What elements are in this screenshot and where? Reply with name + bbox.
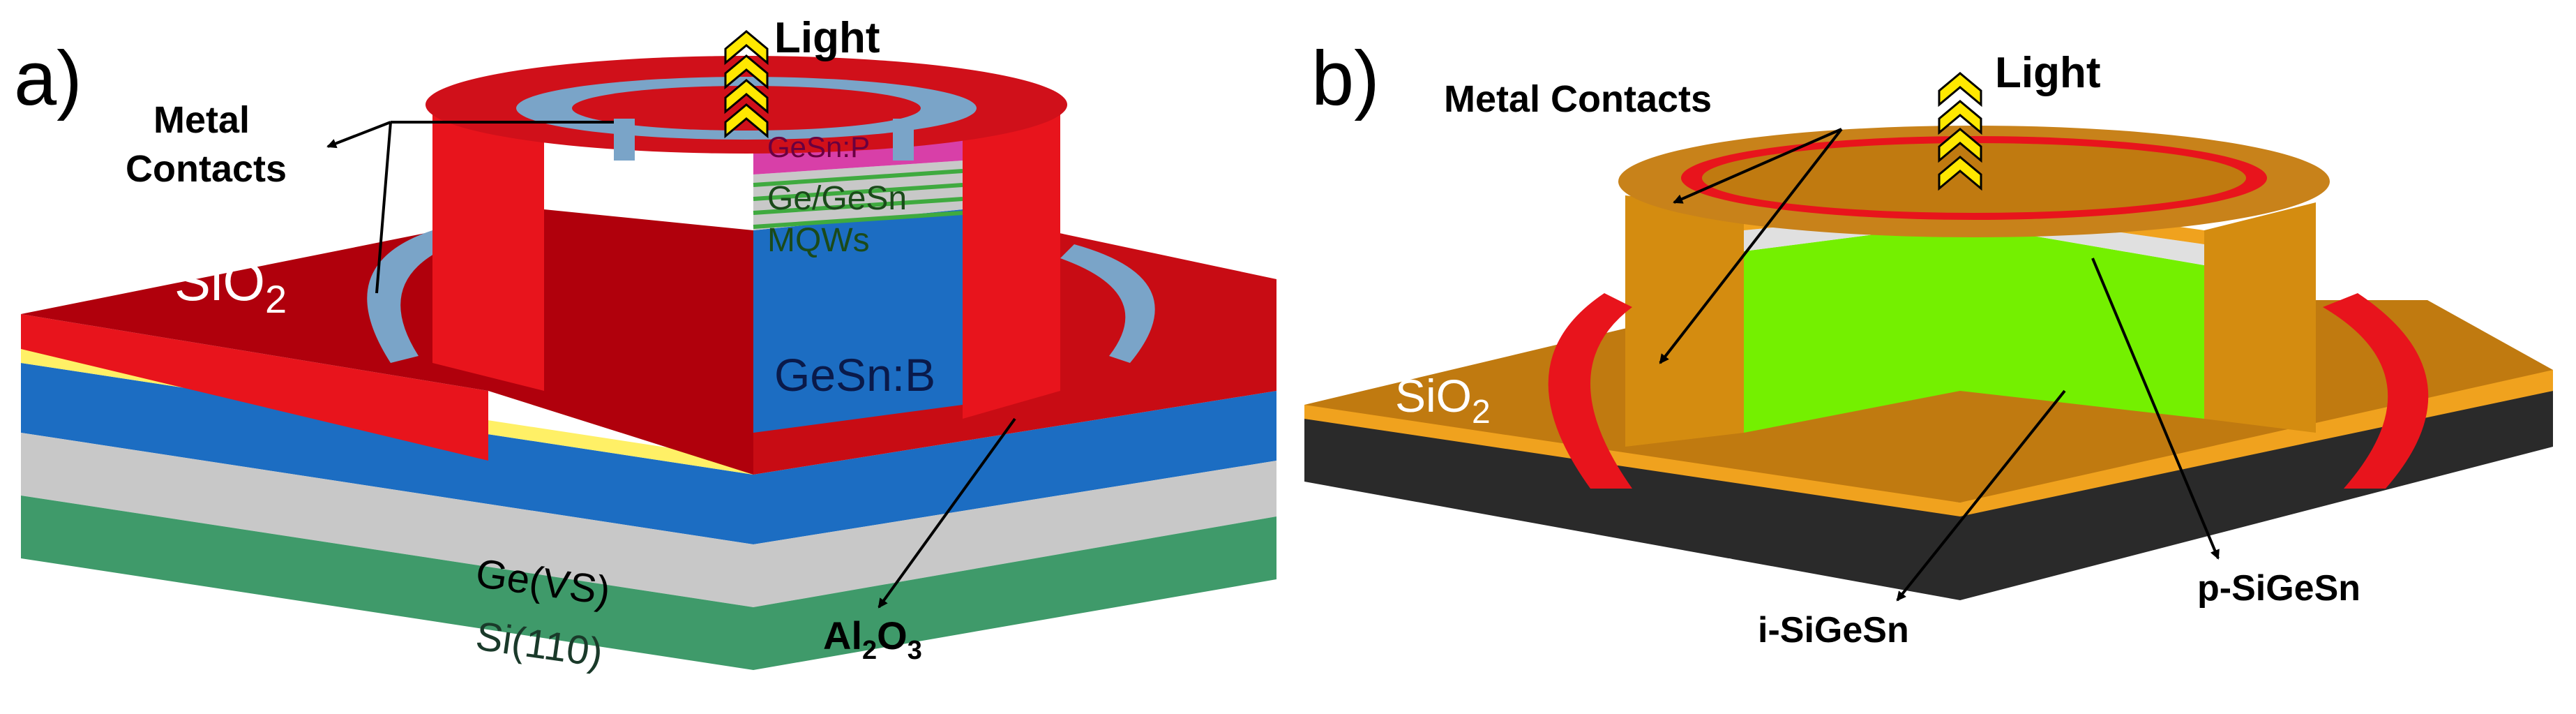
panel-b-psigesn-label: p-SiGeSn	[2197, 568, 2360, 609]
panel-b: b) Light Metal Contacts SiO2 n-Ge i-SiGe…	[1304, 36, 2553, 650]
panel-a-tag: a)	[14, 36, 82, 121]
panel-a-gesnb-label: GeSn:B	[774, 349, 935, 401]
panel-a-stack-right	[753, 391, 1276, 670]
panel-a-light-chevrons	[724, 30, 769, 139]
panel-a-light-label: Light	[774, 14, 880, 62]
panel-a-sio2-label: SiO2	[174, 251, 287, 321]
panel-b-sio2-label: SiO2	[1395, 370, 1491, 431]
panel-b-isigesn-label: i-SiGeSn	[1758, 610, 1909, 650]
panel-b-mesa-wall-left	[1625, 195, 1744, 447]
mqw-stripes	[753, 169, 963, 229]
panel-b-metal-arrow-1	[1673, 128, 1842, 204]
panel-a-mqws-label: MQWs	[767, 222, 870, 259]
panel-a-ring-contact-right	[1060, 244, 1155, 363]
panel-a-mesa-core	[753, 126, 963, 433]
panel-b-tag: b)	[1311, 36, 1380, 121]
panel-a-metal-arrow-1	[326, 121, 391, 149]
panel-a-al2o3-arrow	[878, 417, 1016, 609]
panel-a-ring-contact-left	[367, 230, 453, 363]
panel-b-mesa-wall-right	[2204, 202, 2316, 433]
panel-b-metal-arrow-2	[1659, 128, 1843, 364]
panel-a-stack-left	[21, 314, 753, 670]
panel-a-gegesn-label: Ge/GeSn	[767, 180, 907, 217]
panel-b-i-layer	[1744, 223, 2204, 433]
panel-b-ring-contact-left	[1548, 293, 1632, 489]
panel-b-ring-contact-right	[2323, 293, 2429, 489]
panel-b-sio2-edge	[1304, 405, 1960, 516]
panel-a-gesnp-label: GeSn:P	[767, 131, 870, 163]
panel-b-metal-label: Metal Contacts	[1444, 78, 1712, 120]
panel-b-i-arrow	[1896, 389, 2066, 602]
panel-a-metal-label-1: Metal	[153, 99, 250, 141]
panel-b-light-chevrons	[1938, 72, 1982, 191]
panel-a-metal-label-2: Contacts	[126, 148, 287, 190]
panel-a-mesa-wall-right	[963, 112, 1060, 419]
panel-a-mesa-wall	[432, 112, 544, 391]
panel-a-via-right	[893, 119, 914, 161]
panel-b-p-arrow	[2091, 258, 2220, 560]
panel-a-via-left	[614, 119, 635, 161]
panel-a: a) Light Metal Contacts SiO2 GeSn:P Ge/G…	[14, 14, 1276, 676]
panel-a-al2o3-label: Al2O3	[823, 613, 922, 665]
panel-b-light-label: Light	[1995, 49, 2101, 97]
panel-a-metal-arrow-2	[375, 121, 392, 294]
panel-b-nge-label: n-Ge	[1641, 542, 1742, 603]
